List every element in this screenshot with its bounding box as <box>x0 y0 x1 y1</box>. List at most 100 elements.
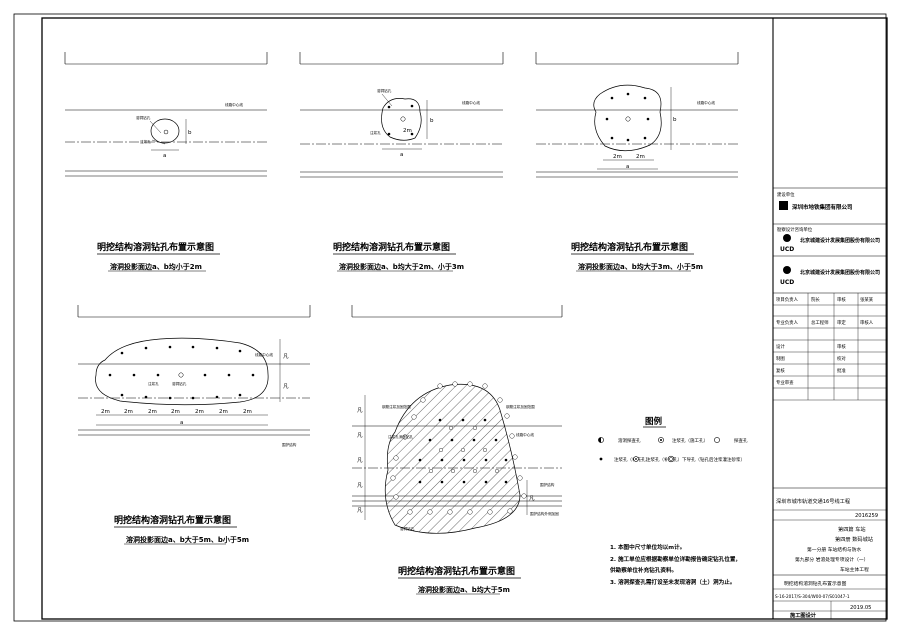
cave-outline <box>381 98 422 141</box>
tb-cell: 审定 <box>837 319 846 326</box>
logo-text: UCD <box>780 246 794 253</box>
hole-label-2: 注浆孔 <box>370 130 381 135</box>
inner-frame <box>41 17 888 620</box>
cave-outline <box>95 337 269 406</box>
legend-label: 注浆孔（补充孔） <box>646 456 682 463</box>
panel-title: 明挖结构溶洞钻孔布置示意图 <box>114 514 231 526</box>
dim-kai: 凡 <box>529 495 535 502</box>
note-line: 1. 本图中尺寸单位均以m计。 <box>610 543 685 551</box>
dim-2m: 2m <box>195 409 204 415</box>
project-name: 深圳市城市轨道交通16号线工程 <box>776 497 850 505</box>
legend: 图例 溶洞探查孔 注浆孔（施工孔） 探查孔 注浆孔（补充孔） 注浆孔（补充孔） <box>598 416 748 463</box>
ucd-logo-icon: UCD <box>780 266 794 286</box>
dim-2m: 2m <box>124 409 133 415</box>
project-code: 2016259 <box>855 513 878 519</box>
leader-label: 钢筋注浆加固范围 <box>506 404 535 409</box>
part: 第四册 数码城站 <box>835 535 873 543</box>
designer-name: 北京城建设计发展集团股份有限公司 <box>800 237 880 244</box>
tb-cell: 校对 <box>837 355 846 362</box>
logo-text: UCD <box>780 279 794 286</box>
notes: 1. 本图中尺寸单位均以m计。 2. 施工单位应根据勘察单位详勘报告确定钻孔位置… <box>609 543 741 586</box>
centerline-label: 线路中心线 <box>225 102 243 107</box>
leader-label: 钢筋注浆加固范围 <box>382 404 411 409</box>
hole-label: 溶洞钻孔 <box>172 381 187 386</box>
dim-2m: 2m <box>243 409 252 415</box>
dim-2m: 2m <box>148 409 157 415</box>
dim-kai: 凡 <box>357 457 363 464</box>
dim-2m: 2m <box>636 154 645 160</box>
panel-title: 明挖结构溶洞钻孔布置示意图 <box>333 241 450 253</box>
note-line: 2. 施工单位应根据勘察单位详勘报告确定钻孔位置， <box>610 555 741 563</box>
title-block <box>772 18 887 619</box>
legend-title: 图例 <box>645 416 663 427</box>
panel-subtitle: 溶洞投影面边a、b均大于2m、小于3m <box>339 262 464 271</box>
panel-subtitle: 溶洞投影面边a、b大于5m、b小于5m <box>126 535 249 544</box>
drawing-title: 明挖结构溶洞钻孔布置示意图 <box>784 580 847 587</box>
legend-label: 探查孔 <box>734 437 748 444</box>
centerline-label: 线路中心线 <box>516 432 534 437</box>
cave-outline <box>593 84 662 152</box>
legend-label: 溶洞探查孔 <box>618 437 641 444</box>
leader-label: 注浆孔深度钻孔 <box>388 434 414 439</box>
owner-logo-icon <box>779 201 788 210</box>
panel-subtitle: 溶洞投影面边a、b均小于2m <box>110 262 202 271</box>
tb-cell: 审核 <box>837 296 846 303</box>
panel-2: 线路中心线 溶洞钻孔 注浆孔 2m a b 明挖结构溶洞钻孔布置示意图 溶洞投影… <box>299 52 504 272</box>
centerline-label: 线路中心线 <box>697 100 715 105</box>
ucd-logo-icon: UCD <box>780 234 794 253</box>
tb-cell: 院长 <box>811 296 820 303</box>
dim-a: a <box>626 164 629 170</box>
dim-kai: 凡 <box>357 407 363 414</box>
owner-label: 建设单位 <box>777 191 795 198</box>
tb-cell: 复核 <box>776 367 785 374</box>
title-block-text: 建设单位 深圳市地铁集团有限公司 勘察设计咨询单位 UCD 北京城建设计发展集团… <box>775 191 880 619</box>
detect-hole-icon <box>400 116 406 122</box>
dim-kai: 凡 <box>357 432 363 439</box>
dim-b: b <box>188 130 192 136</box>
legend-item-5: 注浆孔（补充孔） <box>633 456 682 463</box>
tb-cell: 张某某 <box>860 296 874 303</box>
designer-name: 北京城建设计发展集团股份有限公司 <box>800 269 880 276</box>
dim-2m: 2m <box>171 409 180 415</box>
design-phase: 施工图设计 <box>790 611 817 619</box>
legend-item-3: 探查孔 <box>714 437 748 444</box>
dim-kai: 凡 <box>357 507 363 514</box>
centerline-label: 线路中心线 <box>462 100 480 105</box>
panel-5: 凡 凡 凡 凡 凡 凡 钢筋注浆加固范围 钢筋注浆加固范围 注浆孔深度钻孔 线路… <box>351 305 563 595</box>
subtitle2: 车站主体工程 <box>840 566 869 573</box>
detect-hole-icon <box>163 129 169 135</box>
note-line: 供勘察单位补充钻孔资料。 <box>609 566 677 574</box>
tb-cell: 制图 <box>776 355 785 362</box>
cave-outline <box>150 118 180 144</box>
dim-2m: 2m <box>403 128 412 134</box>
volume: 第四篇 车站 <box>838 525 866 533</box>
tb-cell: 专业审查 <box>776 379 794 386</box>
date: 2019.05 <box>850 605 871 611</box>
panel-title: 明挖结构溶洞钻孔布置示意图 <box>398 565 515 577</box>
panel-title: 明挖结构溶洞钻孔布置示意图 <box>571 241 688 253</box>
panel-1: 线路中心线 溶洞钻孔 注浆孔 a b 明挖结构溶洞钻孔布置示意图 溶洞投影面边a… <box>64 52 268 272</box>
leader-label: 围护结构外侧加固 <box>530 511 559 516</box>
tb-cell: 审核 <box>837 343 846 350</box>
detect-hole-icon <box>178 372 184 378</box>
dim-2m: 2m <box>101 409 110 415</box>
dim-kai: 凡 <box>283 383 289 390</box>
dim-a: a <box>400 152 403 158</box>
dim-2m: 2m <box>613 154 622 160</box>
legend-label: 注浆孔（施工孔） <box>672 437 708 444</box>
panel-subtitle: 溶洞投影面边a、b均大于5m <box>418 585 510 594</box>
hole-label: 溶洞钻孔 <box>377 88 392 93</box>
hole-label: 溶洞钻孔 <box>136 115 151 120</box>
panel-3: 线路中心线 2m 2m a b 明挖结构溶洞钻孔布置示意图 溶洞投影面边a、b均… <box>535 52 739 272</box>
hole-label: 溶洞钻孔 <box>400 526 415 531</box>
tb-cell: 设计 <box>776 343 785 350</box>
drawing-number: S-16-2017/S-304/W00-07/S01047-1 <box>775 594 850 599</box>
legend-label: 下导孔（钻孔后注浆灌注砂浆） <box>682 456 745 463</box>
tb-cell: 总工程师 <box>811 319 829 326</box>
legend-item-6: 下导孔（钻孔后注浆灌注砂浆） <box>667 455 745 463</box>
envelope-label: 围护结构 <box>540 482 555 487</box>
designer-label: 勘察设计咨询单位 <box>777 226 813 233</box>
legend-item-4: 注浆孔（补充孔） <box>599 456 650 463</box>
outer-frame <box>13 13 887 622</box>
legend-item-2: 注浆孔（施工孔） <box>658 437 708 444</box>
